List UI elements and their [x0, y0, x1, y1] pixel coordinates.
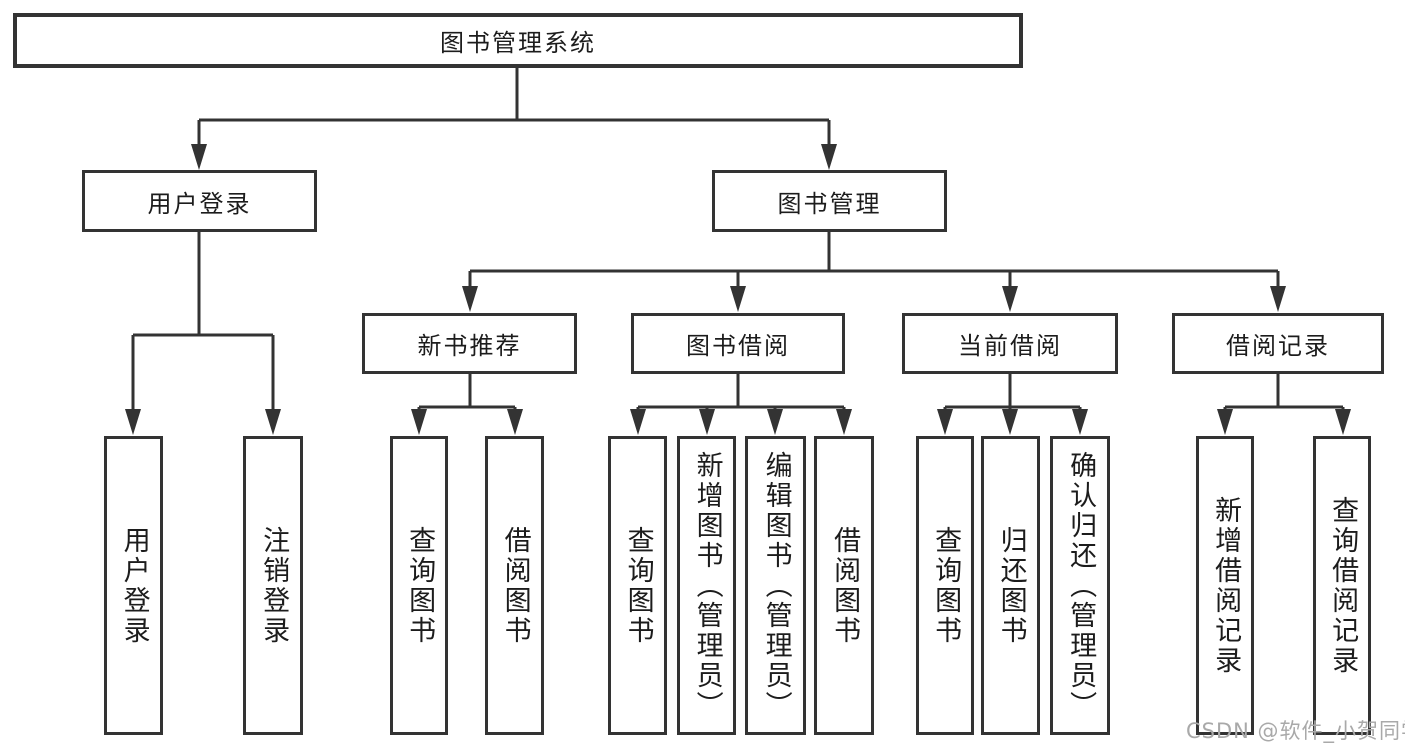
csdn-watermark: CSDN @软件_小贺同学	[1186, 719, 1405, 743]
leaf-return-books: 归还图书	[981, 436, 1040, 735]
leaf-query-books-recommend: 查询图书	[390, 436, 448, 735]
leaf-query-borrow-record: 查询借阅记录	[1313, 436, 1371, 735]
leaf-add-borrow-record: 新增借阅记录	[1196, 436, 1254, 735]
leaf-logout: 注销登录	[243, 436, 303, 735]
leaf-query-books-borrowing: 查询图书	[608, 436, 667, 735]
leaf-borrow-books-recommend: 借阅图书	[485, 436, 544, 735]
leaf-edit-book-admin: 编辑图书（管理员）	[745, 436, 806, 735]
node-new-book-recommend: 新书推荐	[362, 313, 577, 374]
node-library-system: 图书管理系统	[13, 13, 1023, 68]
node-book-borrowing: 图书借阅	[631, 313, 845, 374]
leaf-add-book-admin: 新增图书（管理员）	[677, 436, 736, 735]
leaf-user-login: 用户登录	[104, 436, 163, 735]
node-current-borrowing: 当前借阅	[902, 313, 1118, 374]
leaf-borrow-books: 借阅图书	[814, 436, 874, 735]
node-book-management: 图书管理	[712, 170, 947, 232]
leaf-query-books-current: 查询图书	[916, 436, 974, 735]
node-borrowing-records: 借阅记录	[1172, 313, 1384, 374]
leaf-confirm-return-admin: 确认归还（管理员）	[1050, 436, 1110, 735]
node-user-login: 用户登录	[82, 170, 317, 232]
